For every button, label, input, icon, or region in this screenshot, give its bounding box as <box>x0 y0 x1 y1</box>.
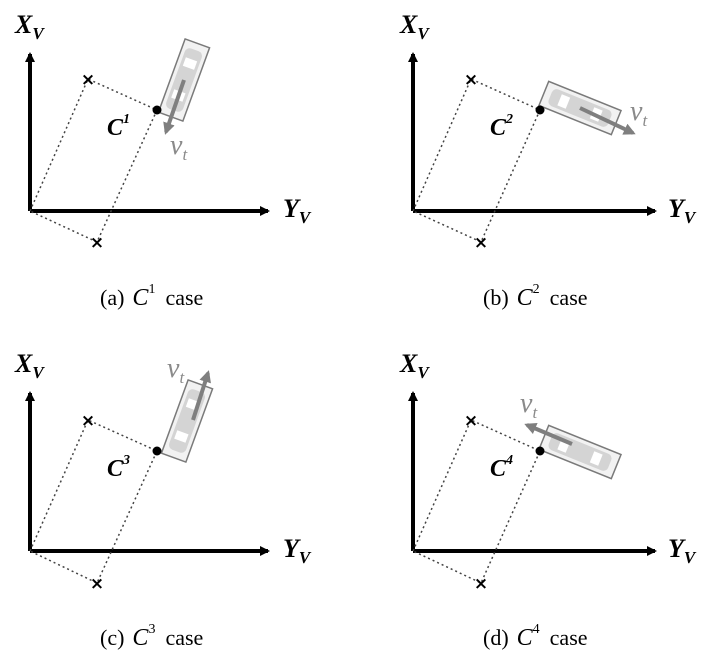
marker-top: × <box>81 70 95 90</box>
corner-label: C2 <box>490 112 513 141</box>
corner-label: C3 <box>107 453 130 482</box>
y-axis-label: YV <box>283 534 312 567</box>
corner-point <box>152 105 162 115</box>
x-axis-label: XV <box>399 10 430 43</box>
velocity-arrow <box>191 370 211 421</box>
velocity-label: vt <box>520 388 538 422</box>
marker-bottom: × <box>90 233 104 253</box>
velocity-label: vt <box>630 96 648 130</box>
marker-top: × <box>81 411 95 431</box>
velocity-label: vt <box>170 130 188 164</box>
dotted-rectangle <box>412 78 541 243</box>
marker-bottom: × <box>90 574 104 594</box>
x-axis-label: XV <box>14 349 45 382</box>
velocity-label: vt <box>167 353 185 387</box>
marker-bottom: × <box>474 233 488 253</box>
velocity-arrow <box>579 106 636 135</box>
y-axis-label: YV <box>668 534 697 567</box>
corner-point <box>535 105 545 115</box>
velocity-arrow <box>524 422 573 446</box>
marker-bottom: × <box>474 574 488 594</box>
dotted-rectangle <box>29 78 158 243</box>
x-axis-label: XV <box>399 349 430 382</box>
dotted-rectangle <box>412 419 541 585</box>
corner-label: C1 <box>107 112 130 141</box>
y-axis-label: YV <box>668 194 697 227</box>
vehicle <box>160 378 214 464</box>
marker-top: × <box>464 411 478 431</box>
corner-point <box>152 446 162 456</box>
marker-top: × <box>464 70 478 90</box>
x-axis-label: XV <box>14 10 45 43</box>
corner-point <box>535 446 545 456</box>
y-axis-label: YV <box>283 194 312 227</box>
velocity-arrow <box>163 79 186 135</box>
dotted-rectangle <box>29 419 158 585</box>
corner-label: C4 <box>490 453 513 482</box>
